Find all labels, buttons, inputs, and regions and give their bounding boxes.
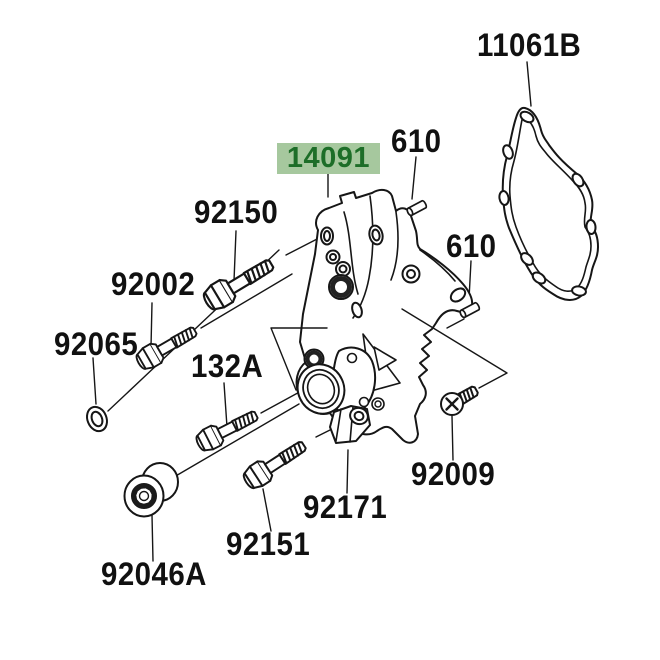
label-dowel-pin-top-610[interactable]: 610 [391, 123, 442, 159]
label-gasket-11061B[interactable]: 11061B [477, 27, 582, 63]
bearing-92046a-drawing [123, 462, 179, 518]
label-cover-14091[interactable]: 14091 [277, 143, 380, 174]
washer-92065-drawing [86, 405, 108, 433]
label-bolt-92151[interactable]: 92151 [226, 526, 311, 562]
pointer-lines [270, 308, 508, 391]
screw-92009-drawing [440, 385, 479, 416]
label-bearing-92046A[interactable]: 92046A [101, 556, 207, 592]
label-dowel-pin-mid-610[interactable]: 610 [446, 228, 497, 264]
fitting-92171-drawing [329, 405, 371, 444]
label-bolt-92150[interactable]: 92150 [194, 194, 279, 230]
label-screw-92009[interactable]: 92009 [411, 456, 496, 492]
label-bolt-132A[interactable]: 132A [191, 348, 264, 384]
bolt-132a-drawing [192, 404, 263, 456]
gasket-drawing [498, 106, 599, 301]
dowel-pin-top-drawing [405, 199, 429, 218]
label-bolt-92002[interactable]: 92002 [111, 266, 196, 302]
label-washer-92065[interactable]: 92065 [54, 326, 139, 362]
label-fitting-92171[interactable]: 92171 [303, 489, 388, 525]
bolt-92151-drawing [238, 434, 312, 494]
